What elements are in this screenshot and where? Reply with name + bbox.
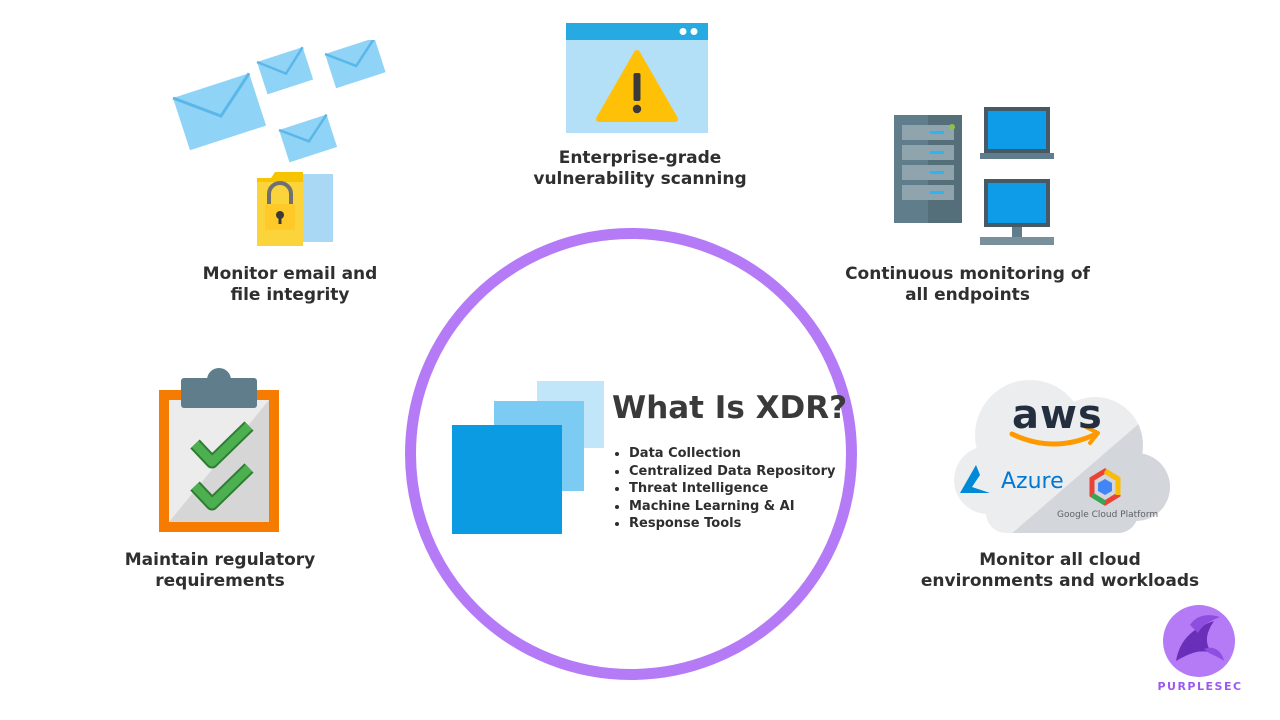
endpoints-illustration: [894, 107, 1054, 245]
caption-endpoints: Continuous monitoring of all endpoints: [845, 264, 1090, 305]
cloud-providers-illustration: [954, 380, 1170, 533]
envelope-icon: [256, 46, 314, 95]
caption-email-file: Monitor email and file integrity: [202, 264, 378, 305]
xdr-ring: [405, 228, 857, 680]
xdr-layer-front: [452, 425, 562, 534]
list-item: Data Collection: [629, 445, 836, 463]
list-item: Threat Intelligence: [629, 480, 836, 498]
purplesec-logo-text: PURPLESEC: [1157, 680, 1243, 693]
list-item: Machine Learning & AI: [629, 498, 836, 516]
azure-logo-icon: [960, 465, 990, 493]
desktop-monitor-icon: [980, 179, 1054, 245]
envelope-icon: [324, 40, 386, 89]
caption-regulatory: Maintain regulatory requirements: [124, 550, 316, 591]
caption-cloud: Monitor all cloud environments and workl…: [920, 550, 1200, 591]
aws-logo-text: aws: [1012, 392, 1103, 438]
list-item: Centralized Data Repository: [629, 463, 836, 481]
xdr-capabilities-list: Data Collection Centralized Data Reposit…: [612, 445, 836, 533]
caption-vulnerability: Enterprise-grade vulnerability scanning: [533, 148, 747, 189]
vulnerability-warning-illustration: [566, 23, 708, 133]
server-icon: [894, 115, 962, 223]
list-item: Response Tools: [629, 515, 836, 533]
gcp-logo-text: Google Cloud Platform: [1057, 510, 1159, 520]
envelope-icon: [278, 113, 338, 163]
regulatory-clipboard-illustration: [159, 368, 279, 532]
xdr-title: What Is XDR?: [612, 390, 848, 426]
envelope-icon: [172, 72, 267, 151]
warning-icon: [596, 50, 678, 122]
azure-logo-text: Azure: [1001, 469, 1064, 494]
email-file-illustration: [172, 40, 386, 246]
checkmark-icon: [190, 463, 254, 511]
laptop-icon: [980, 107, 1054, 159]
locked-folder-icon: [257, 172, 333, 246]
purplesec-logo-icon: [1163, 605, 1235, 677]
google-cloud-logo-icon: [1089, 468, 1121, 506]
checkmark-icon: [190, 421, 254, 469]
